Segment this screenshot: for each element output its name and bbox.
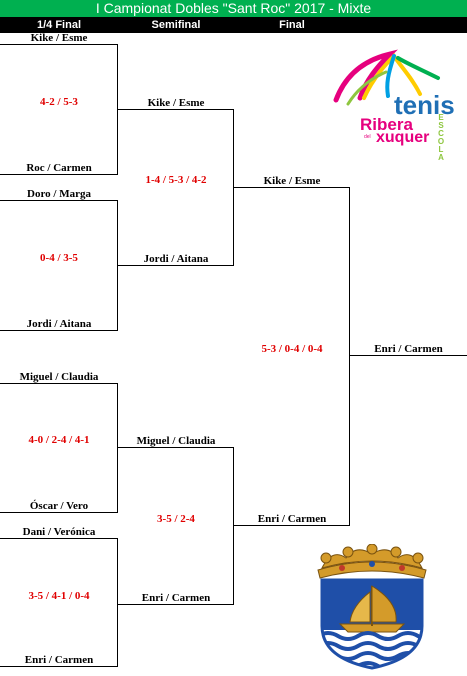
sf1-top-pair: Kike / Esme: [147, 97, 205, 109]
qf2-score: 0-4 / 3-5: [40, 252, 78, 264]
qf2-bottom-pair: Jordi / Aitana: [26, 318, 92, 330]
round-label-semifinal: Semifinal: [151, 19, 201, 31]
sf1-bottom-pair: Jordi / Aitana: [143, 253, 209, 265]
round-label-quarterfinal: 1/4 Final: [36, 19, 82, 31]
qf2-top-pair: Doro / Marga: [27, 188, 91, 200]
sf2-top-pair: Miguel / Claudia: [136, 435, 216, 447]
qf3-bottom-pair: Óscar / Vero: [29, 500, 89, 512]
qf1-bottom-pair: Roc / Carmen: [26, 162, 92, 174]
logo-word-ribera: Ribera: [360, 115, 413, 134]
champion-pair: Enri / Carmen: [374, 343, 443, 355]
final-score: 5-3 / 0-4 / 0-4: [261, 343, 323, 355]
final-top-pair: Kike / Esme: [263, 175, 321, 187]
qf3-score: 4-0 / 2-4 / 4-1: [28, 434, 90, 446]
crown-icon: [317, 543, 427, 579]
qf4-bottom-pair: Enri / Carmen: [24, 654, 94, 666]
page-title: I Campionat Dobles "Sant Roc" 2017 - Mix…: [0, 0, 467, 17]
logo-word-tenis: tenis: [394, 90, 455, 120]
tenis-ribera-xuquer-logo: tenis Ribera xuquer del ESCOLA: [328, 48, 455, 162]
sf2-bottom-pair: Enri / Carmen: [141, 592, 211, 604]
qf1-top-pair: Kike / Esme: [30, 32, 88, 44]
qf4-score: 3-5 / 4-1 / 0-4: [28, 590, 90, 602]
sf2-score: 3-5 / 2-4: [157, 513, 195, 525]
racket-swoosh-icon: [333, 49, 440, 106]
round-header: 1/4 Final Semifinal Final: [0, 17, 467, 33]
logo-word-xuquer: xuquer: [376, 129, 430, 146]
sf1-score: 1-4 / 5-3 / 4-2: [145, 174, 207, 186]
crest-shield-icon: [317, 543, 427, 670]
final-bottom-pair: Enri / Carmen: [257, 513, 327, 525]
round-label-final: Final: [279, 19, 305, 31]
logo-word-del: del: [364, 134, 371, 140]
municipal-crest-emblem: [312, 543, 432, 670]
qf4-top-pair: Dani / Verónica: [22, 526, 96, 538]
logo-word-escola: ESCOLA: [437, 113, 445, 162]
qf1-score: 4-2 / 5-3: [40, 96, 78, 108]
qf3-top-pair: Miguel / Claudia: [19, 371, 99, 383]
